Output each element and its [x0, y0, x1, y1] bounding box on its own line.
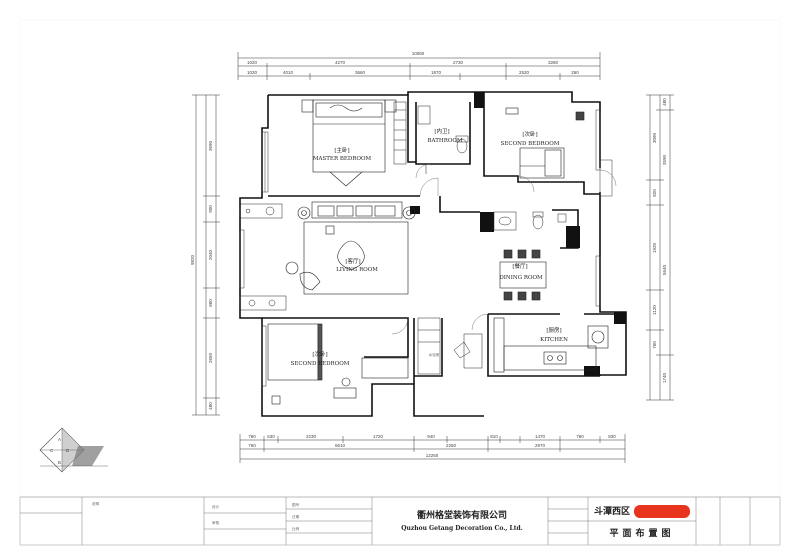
- dim-left-3: 2040: [208, 249, 213, 260]
- windows: [239, 109, 613, 387]
- kitchen-counter: [493, 317, 609, 373]
- room-master-en: MASTER BEDROOM: [313, 156, 372, 162]
- dim-bottom-r2-2: 6610: [335, 443, 346, 448]
- dim-bottom-r1-5: 940: [427, 434, 435, 439]
- dim-right-3: 1920: [652, 242, 657, 253]
- dim-right-2: 820: [652, 189, 657, 197]
- top-dimensions: [237, 52, 601, 80]
- room-kitchen-cn: [厨房]: [546, 326, 561, 334]
- dim-left-4: 860: [208, 299, 213, 307]
- guest-bath-fixtures: [493, 211, 567, 231]
- dim-right-c2-2: 3590: [662, 154, 667, 165]
- room-second-sw-en: SECOND BEDROOM: [291, 361, 350, 367]
- living-furniture: [285, 201, 416, 295]
- room-living-cn: [客厅]: [345, 257, 360, 265]
- title-block-text: 说明 设计 审核 图号 日期 比例 衢州格堂装饰有限公司 Quzhou Geta…: [92, 501, 690, 539]
- sheet-frame: [19, 19, 781, 546]
- master-bed: [301, 99, 397, 187]
- room-second-ne-en: SECOND BEDROOM: [501, 141, 560, 147]
- tb-note-1: 说明: [92, 501, 100, 506]
- compass-label-c: C: [50, 448, 54, 453]
- room-second-sw-cn: [次卧]: [312, 350, 327, 358]
- dim-left-5: 2650: [208, 352, 213, 363]
- dim-bottom-r1-4: 1720: [373, 434, 384, 439]
- dim-left-total: 9820: [190, 254, 195, 265]
- room-kitchen-en: KITCHEN: [540, 337, 568, 343]
- dim-bottom-r2-3: 2250: [446, 443, 457, 448]
- dim-top-row-4: 1870: [431, 70, 442, 75]
- room-bath-cn: [内卫]: [434, 127, 449, 135]
- project-name: 斗潭西区: [594, 505, 630, 517]
- tb-note-3: 审核: [212, 520, 220, 525]
- storage-unit: [417, 317, 483, 375]
- dim-top-row-2: 4010: [283, 70, 294, 75]
- dim-bottom-r1-6: 810: [490, 434, 498, 439]
- dim-top-row-3: 3660: [355, 70, 366, 75]
- compass-label-a: A: [58, 437, 61, 442]
- structural-columns: [410, 92, 626, 376]
- balcony-note: 水泥房: [429, 352, 440, 357]
- compass-legend: A C D B: [39, 427, 108, 473]
- company-name-en: Quzhou Getang Decoration Co., Ltd.: [401, 525, 523, 532]
- compass-label-d: D: [66, 448, 70, 453]
- drawing-title: 平面布置图: [609, 527, 674, 539]
- dim-left-1: 3690: [208, 140, 213, 151]
- dim-right-c2-4: 1740: [662, 372, 667, 383]
- dim-left-6: 480: [208, 402, 213, 410]
- dim-top-total: 10060: [412, 51, 425, 56]
- room-labels: [主卧] MASTER BEDROOM [内卫] BATHROOM [次卧] S…: [291, 127, 568, 367]
- top-dimension-labels: 10060 1020 4270 2730 3280 1020 4010 3660…: [247, 51, 579, 75]
- right-dimensions: [646, 94, 674, 401]
- room-dining-en: DINING ROOM: [499, 275, 543, 281]
- dim-top-mid-4: 3280: [548, 60, 559, 65]
- second-bedroom-ne-bed: [505, 107, 585, 179]
- right-dimension-labels: 3090 820 1920 1120 760 480 3590 5640 174…: [652, 98, 667, 383]
- dim-right-1: 3090: [652, 132, 657, 143]
- compass-label-b: B: [58, 460, 61, 465]
- tb-note-4: 图号: [292, 502, 300, 507]
- dim-top-row-1: 1020: [247, 70, 258, 75]
- room-living-en: LIVING ROOM: [336, 267, 378, 273]
- dim-bottom-r1-9: 830: [608, 434, 616, 439]
- doors: [391, 163, 617, 335]
- dim-bottom-r1-8: 760: [576, 434, 584, 439]
- tb-note-5: 日期: [292, 514, 300, 519]
- second-bedroom-sw-furniture: [267, 323, 409, 405]
- bottom-dimension-labels: 760 630 2230 1720 940 810 1470 760 830 7…: [248, 434, 616, 458]
- dim-top-mid-3: 2730: [453, 60, 464, 65]
- bottom-dimensions: [239, 434, 626, 463]
- dim-bottom-r1-2: 630: [267, 434, 275, 439]
- cabinet-left-top: [239, 203, 287, 311]
- dim-top-row-5: 2520: [519, 70, 530, 75]
- redacted-mark: [634, 505, 690, 518]
- dim-bottom-r2-1: 760: [248, 443, 256, 448]
- dim-right-5: 760: [652, 341, 657, 349]
- dim-right-c2-1: 480: [662, 98, 667, 106]
- dim-left-2: 900: [208, 205, 213, 213]
- left-dimension-labels: 3690 900 2040 860 2650 480 9820: [190, 140, 213, 409]
- left-dimensions: [192, 94, 220, 416]
- tb-note-2: 设计: [212, 504, 220, 509]
- room-master-cn: [主卧]: [334, 146, 349, 154]
- bathroom-fixtures: [417, 105, 469, 174]
- dim-right-c2-3: 5640: [662, 264, 667, 275]
- dim-right-4: 1120: [652, 305, 657, 315]
- dim-bottom-total: 12250: [426, 453, 439, 458]
- room-bath-en: BATHROOM: [428, 138, 463, 144]
- room-second-ne-cn: [次卧]: [522, 130, 537, 138]
- dim-bottom-r1-7: 1470: [535, 434, 546, 439]
- dim-top-mid-1: 1020: [247, 60, 258, 65]
- dim-bottom-r2-4: 2970: [535, 443, 546, 448]
- dim-bottom-r1-3: 2230: [306, 434, 317, 439]
- dim-bottom-r1-1: 760: [248, 434, 256, 439]
- dim-top-row-6: 260: [571, 70, 579, 75]
- dining-table: [499, 249, 547, 301]
- master-wardrobe: [393, 101, 407, 165]
- company-name-cn: 衢州格堂装饰有限公司: [417, 509, 507, 521]
- dim-top-mid-2: 4270: [335, 60, 346, 65]
- room-dining-cn: [餐厅]: [512, 262, 527, 270]
- tb-note-6: 比例: [292, 526, 300, 531]
